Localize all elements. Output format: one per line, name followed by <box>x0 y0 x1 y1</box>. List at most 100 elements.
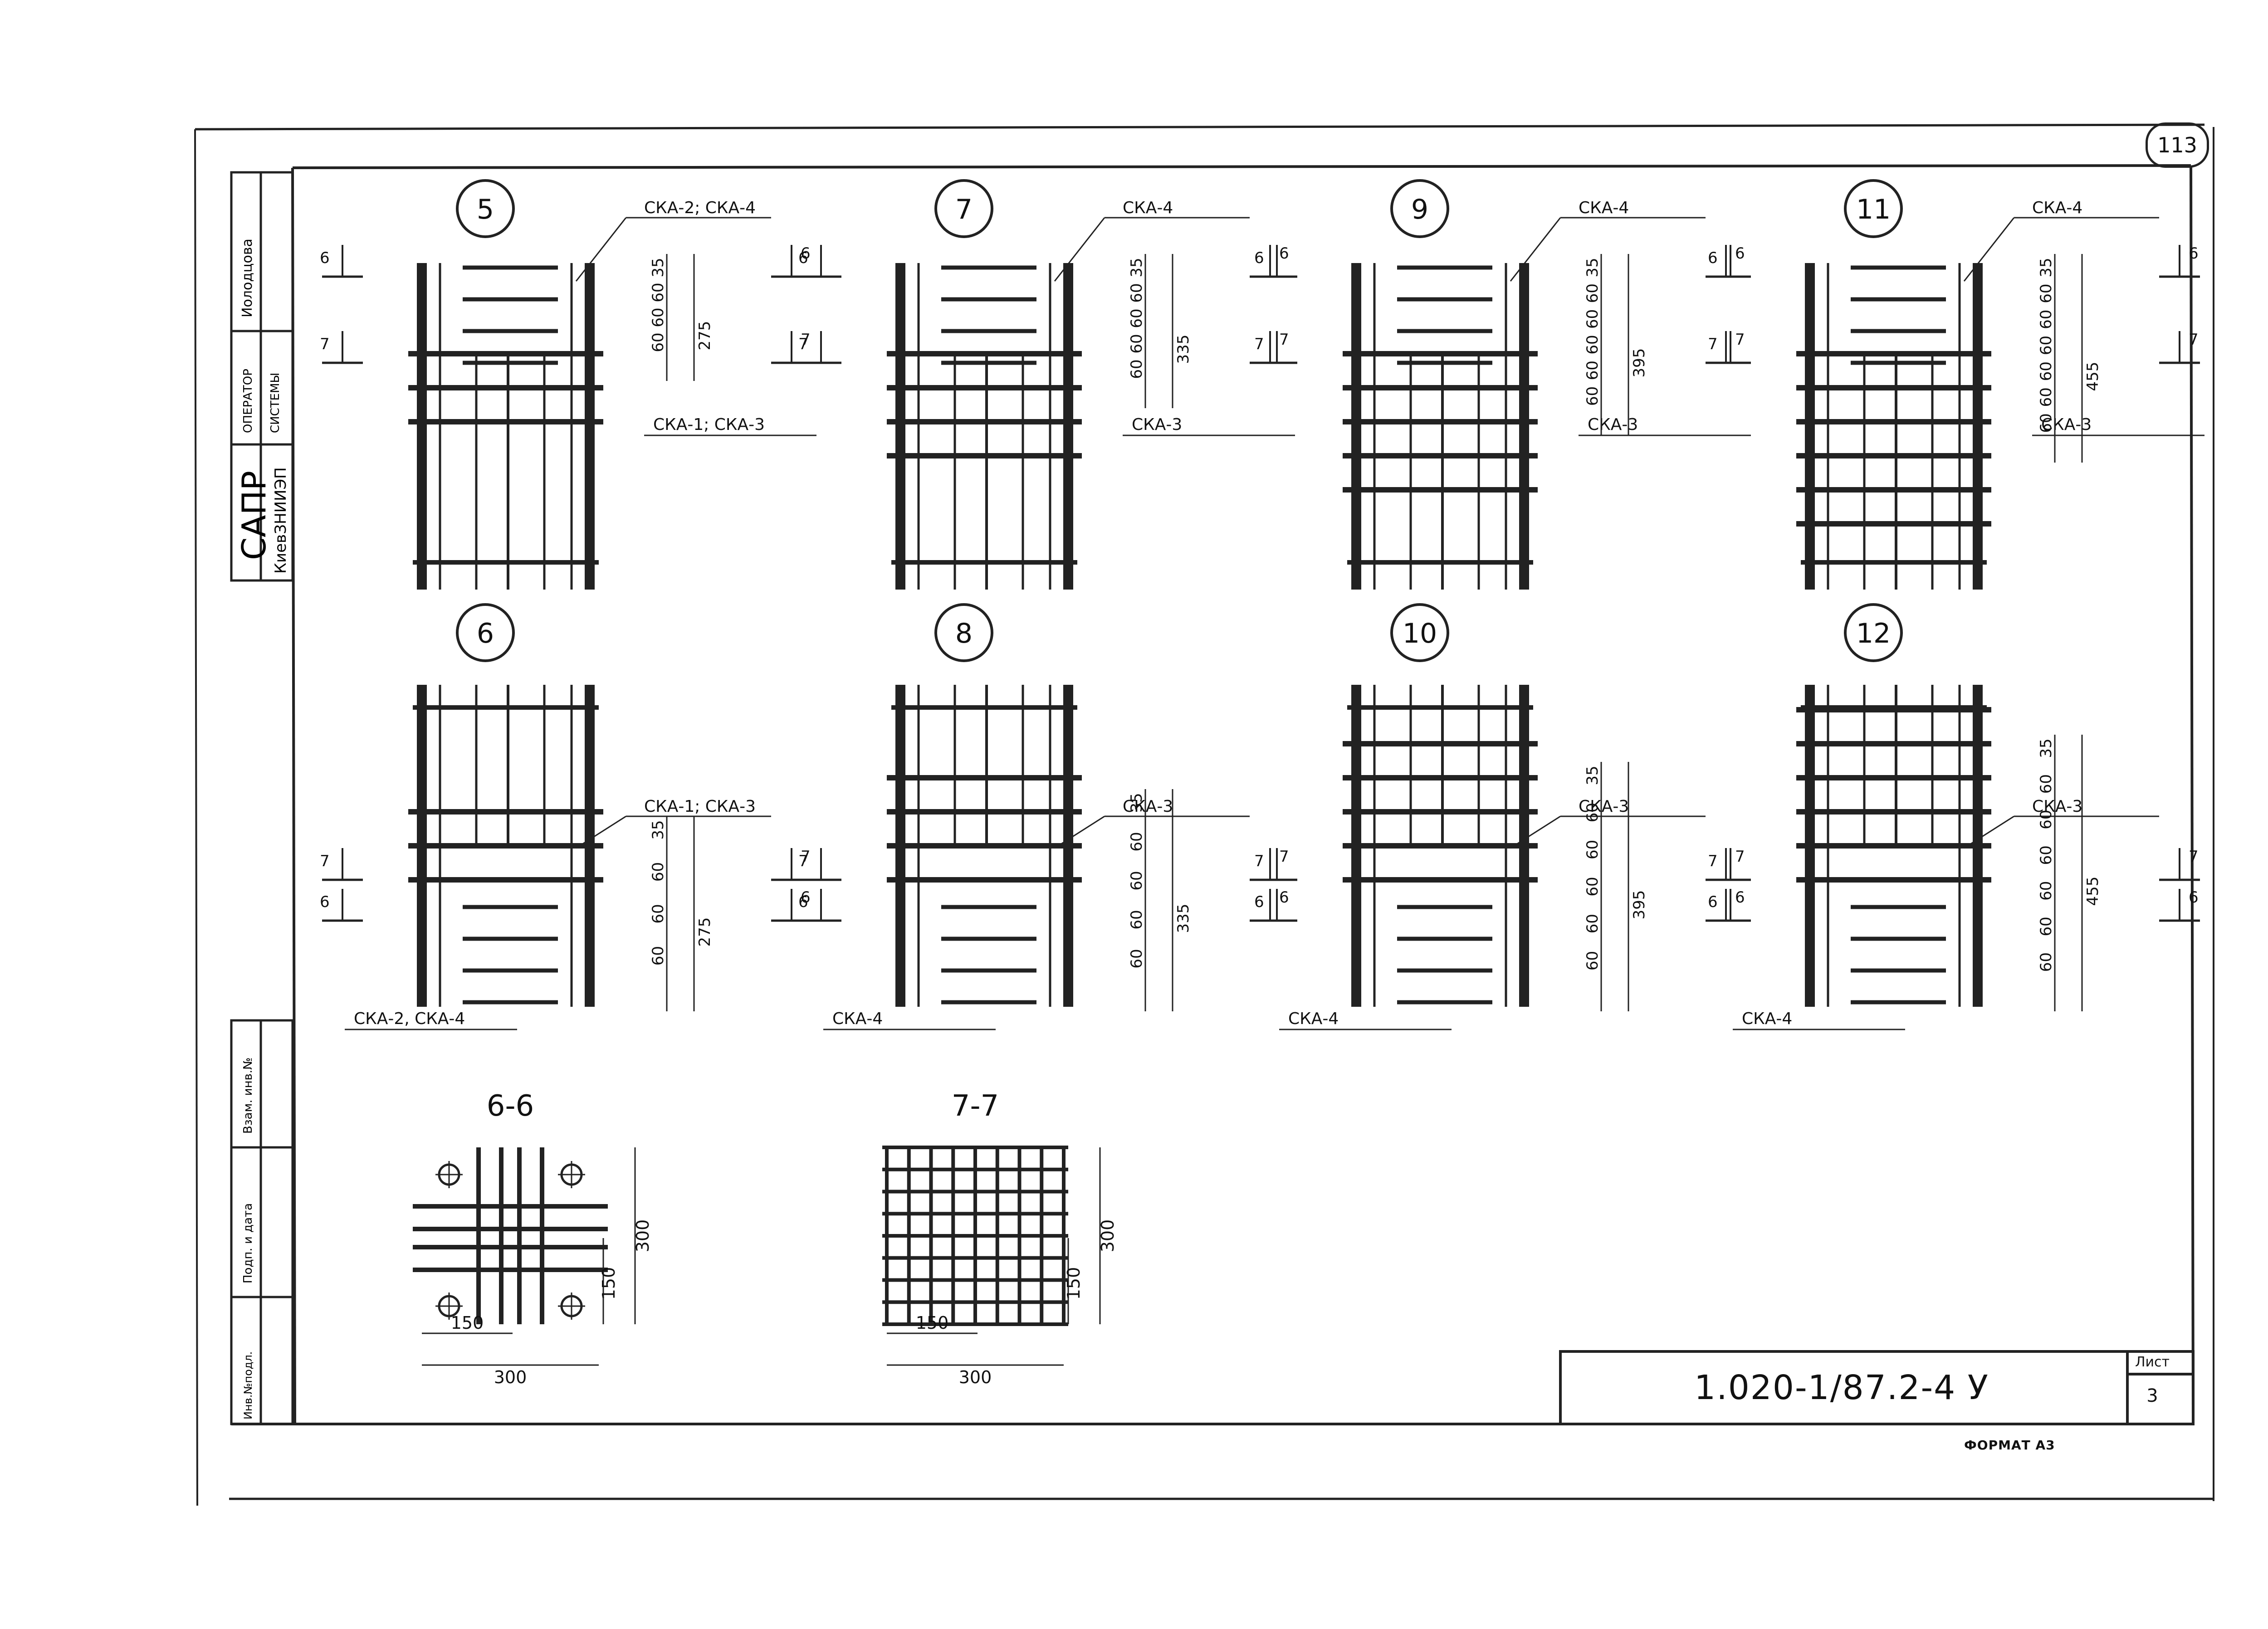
dimension-label: 35 <box>1128 258 1146 277</box>
cut-mark-label: 7 <box>320 852 330 870</box>
dimension-label: 60 <box>2037 310 2055 329</box>
page-number: 113 <box>2146 122 2209 168</box>
node-number: 7 <box>955 194 973 225</box>
sidebar-org: КиевЗНИИЭП <box>272 467 290 574</box>
dimension-label: 60 <box>1584 803 1602 822</box>
sidebar-operator-line1: ОПЕРАТОР <box>241 369 255 433</box>
node-number: 10 <box>1403 618 1437 649</box>
dimension-label: 35 <box>649 258 667 277</box>
leader-label: СКА-4 <box>1579 199 1629 217</box>
dimension-label: 455 <box>2084 877 2102 906</box>
cut-mark-label: 7 <box>1735 331 1745 349</box>
dimension-label: 150 <box>916 1313 949 1333</box>
node-number: 6 <box>477 618 494 649</box>
leader-label: СКА-3 <box>2041 415 2092 434</box>
dimension-label: 335 <box>1174 335 1193 364</box>
dimension-label: 300 <box>1098 1219 1118 1253</box>
dimension-label: 60 <box>1584 335 1602 354</box>
dimension-label: 60 <box>2037 361 2055 381</box>
cut-mark-label: 6 <box>1708 893 1718 911</box>
dimension-label: 35 <box>2037 258 2055 277</box>
leader-label: СКА-3 <box>1132 415 1182 434</box>
cut-mark-label: 6 <box>1735 888 1745 907</box>
leader-label: СКА-4 <box>832 1010 883 1028</box>
leader-label: СКА-4 <box>1123 199 1173 217</box>
cut-mark-label: 7 <box>798 852 808 870</box>
leader-label: СКА-1; СКА-3 <box>653 415 765 434</box>
dimension-label: 60 <box>2037 413 2055 433</box>
dimension-label: 35 <box>1128 793 1146 812</box>
dimension-label: 60 <box>649 904 667 923</box>
dimension-label: 60 <box>649 862 667 882</box>
dimension-label: 60 <box>2037 774 2055 794</box>
dimension-label: 60 <box>2037 284 2055 303</box>
leader-label: СКА-2, СКА-4 <box>354 1010 465 1028</box>
cut-mark-label: 6 <box>320 893 330 911</box>
leader-line <box>1054 217 1105 282</box>
dimension-label: 60 <box>649 946 667 966</box>
cut-mark-label: 7 <box>1254 852 1264 870</box>
cut-mark-label: 7 <box>1279 848 1289 866</box>
dimension-label: 300 <box>494 1367 527 1387</box>
leader-label: СКА-4 <box>1288 1010 1339 1028</box>
cut-mark-label: 6 <box>798 249 808 267</box>
dimension-label: 60 <box>649 332 667 352</box>
node-number: 9 <box>1411 194 1428 225</box>
leader-line <box>575 217 627 282</box>
cut-mark-label: 6 <box>801 888 811 907</box>
leader-line <box>1510 815 1561 849</box>
dimension-label: 60 <box>1584 361 1602 380</box>
dimension-label: 60 <box>649 307 667 327</box>
leader-line <box>576 815 626 849</box>
leader-label: СКА-4 <box>1742 1010 1792 1028</box>
cut-mark-label: 6 <box>801 244 811 263</box>
dimension-label: 60 <box>1128 334 1146 353</box>
dimension-label: 60 <box>1584 283 1602 303</box>
leader-line <box>1054 815 1105 849</box>
node-number: 8 <box>955 618 973 649</box>
dimension-label: 60 <box>1128 359 1146 379</box>
leader-line <box>1510 217 1561 282</box>
cut-mark-label: 7 <box>1708 335 1718 353</box>
dimension-label: 300 <box>959 1367 992 1387</box>
dimension-label: 60 <box>1128 283 1146 302</box>
node-number-circle <box>1390 603 1449 662</box>
node-number: 11 <box>1856 194 1891 225</box>
cut-mark-label: 6 <box>320 249 330 267</box>
sidebar-vzam: Взам. инв.№ <box>241 1058 255 1134</box>
cut-mark-label: 7 <box>801 848 811 866</box>
format-label: ФОРМАТ А3 <box>1964 1438 2055 1453</box>
node-number-circle <box>1844 603 1903 662</box>
dimension-label: 60 <box>649 283 667 302</box>
cut-mark-label: 7 <box>798 335 808 353</box>
node-number-circle <box>1390 179 1449 238</box>
node-number-circle <box>934 603 993 662</box>
section-title: 7-7 <box>952 1089 999 1123</box>
dimension-label: 60 <box>1584 951 1602 971</box>
cut-mark-label: 6 <box>1735 244 1745 263</box>
dimension-label: 60 <box>1128 871 1146 890</box>
sheet-label: Лист <box>2135 1354 2170 1370</box>
dimension-label: 60 <box>1128 949 1146 968</box>
cut-mark-label: 7 <box>1254 335 1264 353</box>
cut-mark-label: 7 <box>1708 852 1718 870</box>
dimension-label: 60 <box>1584 877 1602 896</box>
dimension-label: 455 <box>2084 362 2102 391</box>
cut-mark-label: 7 <box>2189 848 2199 866</box>
dimension-label: 60 <box>1584 840 1602 859</box>
dimension-label: 150 <box>451 1313 484 1333</box>
title-block <box>1559 1350 2195 1425</box>
dimension-label: 335 <box>1174 904 1193 933</box>
node-number-circle <box>1844 179 1903 238</box>
cut-mark-label: 6 <box>798 893 808 911</box>
